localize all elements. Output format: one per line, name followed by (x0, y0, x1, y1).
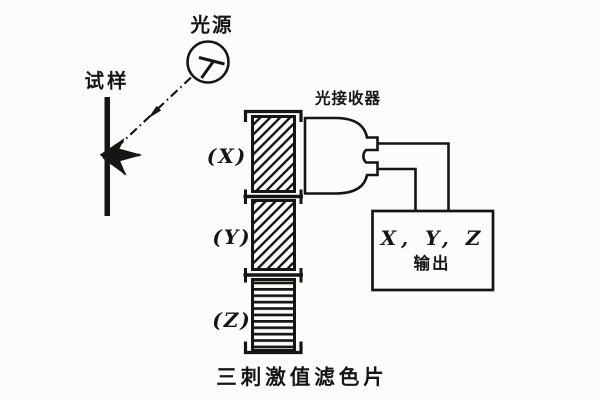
output-label: 输出 (413, 253, 451, 273)
filter-x-pane (251, 115, 296, 193)
light-source-icon (186, 40, 230, 84)
filter-stack (243, 109, 303, 355)
photodetector-icon (303, 116, 379, 195)
filter-z-label: (Z) (212, 308, 252, 332)
output-box-outline (371, 209, 495, 292)
tristimulus-filters-caption: 三刺激值滤色片 (216, 364, 388, 389)
sample-bar (104, 97, 110, 216)
sample-label: 试样 (84, 69, 130, 93)
reflected-rays (99, 138, 143, 176)
wire-top (377, 142, 450, 211)
filter-z-pane (251, 278, 296, 352)
filter-y-pane (251, 199, 296, 271)
receiver-label: 光接收器 (314, 89, 382, 108)
filter-junction-yz (243, 268, 303, 283)
filter-top-bracket (243, 109, 303, 122)
filter-y-label: (Y) (212, 225, 252, 249)
incident-ray (113, 76, 192, 151)
filter-bottom-bracket (243, 341, 303, 355)
signal-wires (377, 142, 450, 211)
output-values-label: X, Y, Z (380, 226, 486, 250)
filter-x-label: (X) (206, 144, 248, 168)
wire-bottom (377, 167, 417, 211)
light-source-label: 光源 (190, 13, 234, 37)
filter-junction-xy (243, 189, 303, 204)
